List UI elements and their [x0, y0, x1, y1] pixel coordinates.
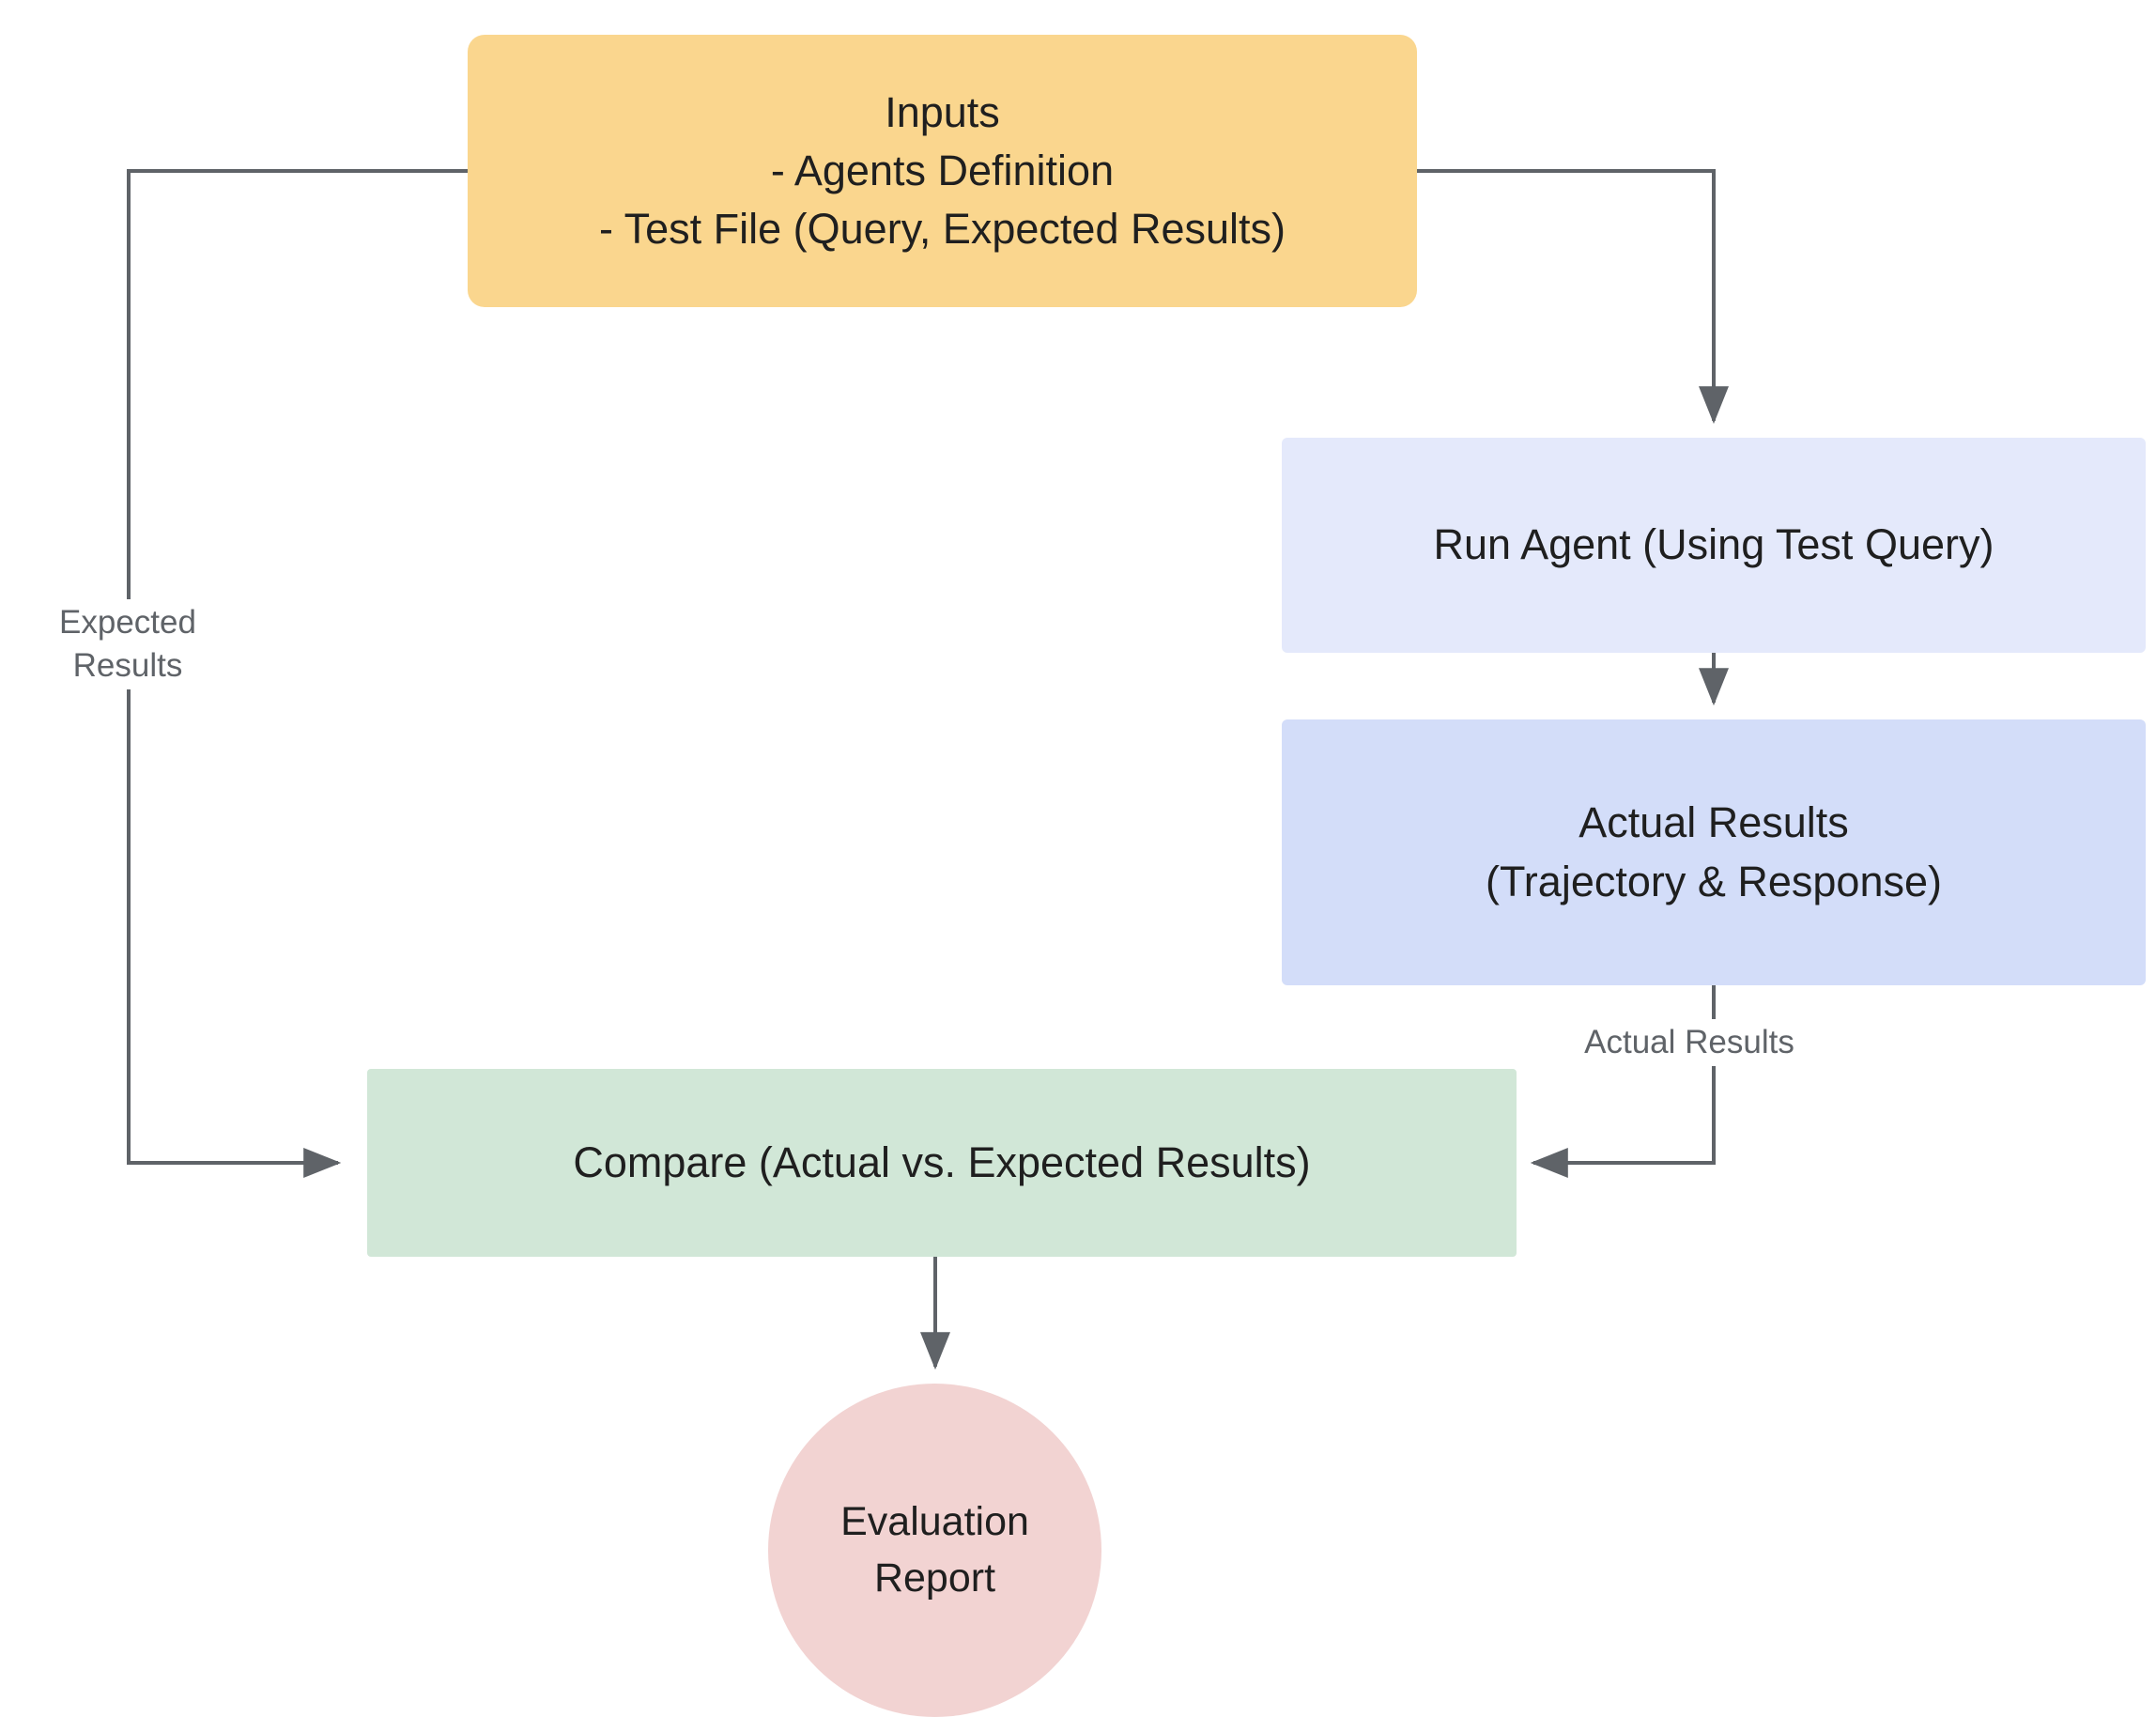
node-actual-results-label: Actual Results (Trajectory & Response)	[1486, 798, 1942, 905]
node-inputs-label: Inputs - Agents Definition - Test File (…	[598, 87, 1286, 254]
node-evaluation-report-label: Evaluation Report	[840, 1499, 1029, 1601]
edge-label-actual-results: Actual Results	[1554, 1019, 1825, 1067]
edge-label-expected-results: Expected Results	[34, 599, 222, 690]
node-actual-results[interactable]: Actual Results (Trajectory & Response)	[1282, 719, 2146, 985]
edge-actual-results-to-compare	[1530, 985, 1716, 1178]
node-compare[interactable]: Compare (Actual vs. Expected Results)	[367, 1069, 1517, 1257]
node-run-agent[interactable]: Run Agent (Using Test Query)	[1282, 438, 2146, 653]
node-run-agent-label: Run Agent (Using Test Query)	[1433, 520, 1994, 569]
node-compare-label: Compare (Actual vs. Expected Results)	[573, 1137, 1311, 1186]
edge-inputs-to-run-agent	[1417, 169, 1729, 425]
node-inputs[interactable]: Inputs - Agents Definition - Test File (…	[468, 35, 1417, 307]
node-evaluation-report[interactable]: Evaluation Report	[768, 1384, 1101, 1717]
